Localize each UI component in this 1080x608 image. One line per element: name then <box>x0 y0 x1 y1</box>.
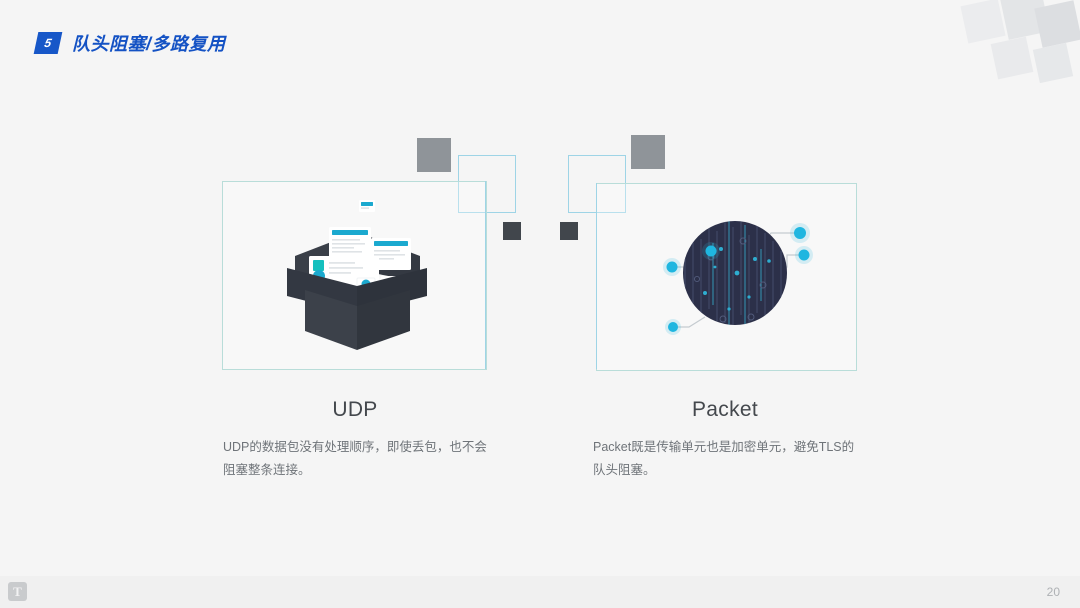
caption-body-packet: Packet既是传输单元也是加密单元，避免TLS的队头阻塞。 <box>593 440 855 478</box>
caption-packet: Packet Packet既是传输单元也是加密单元，避免TLS的队头阻塞。 <box>565 398 885 482</box>
open-box-illustration <box>275 198 440 353</box>
brand-logo-glyph: T <box>13 584 22 599</box>
section-number-label: 5 <box>43 36 53 50</box>
page-title: 队头阻塞/多路复用 <box>72 34 226 54</box>
dark-square-decoration <box>503 222 521 240</box>
accent-vertical-line <box>596 183 598 369</box>
caption-title-packet: Packet <box>692 398 758 421</box>
page-number: 20 <box>1046 585 1060 599</box>
corner-square <box>990 36 1034 80</box>
accent-outline-square <box>458 155 516 213</box>
accent-vertical-line <box>485 181 487 369</box>
corner-decoration <box>950 0 1080 100</box>
section-number-badge: 5 <box>33 32 63 54</box>
corner-square <box>1032 42 1074 84</box>
gray-square-decoration <box>417 138 451 172</box>
corner-square <box>1034 0 1080 48</box>
dark-square-decoration <box>560 222 578 240</box>
caption-body-udp: UDP的数据包没有处理顺序，即使丢包，也不会阻塞整条连接。 <box>223 440 487 478</box>
corner-square <box>960 0 1006 44</box>
slide-header: 5 队头阻塞/多路复用 <box>33 30 226 56</box>
gray-square-decoration <box>631 135 665 169</box>
brand-logo: T <box>8 582 27 601</box>
caption-title-udp: UDP <box>332 398 378 421</box>
footer-bar <box>0 576 1080 608</box>
caption-udp: UDP UDP的数据包没有处理顺序，即使丢包，也不会阻塞整条连接。 <box>195 398 515 482</box>
corner-square <box>1000 0 1050 40</box>
circuit-sphere-illustration <box>645 205 825 345</box>
